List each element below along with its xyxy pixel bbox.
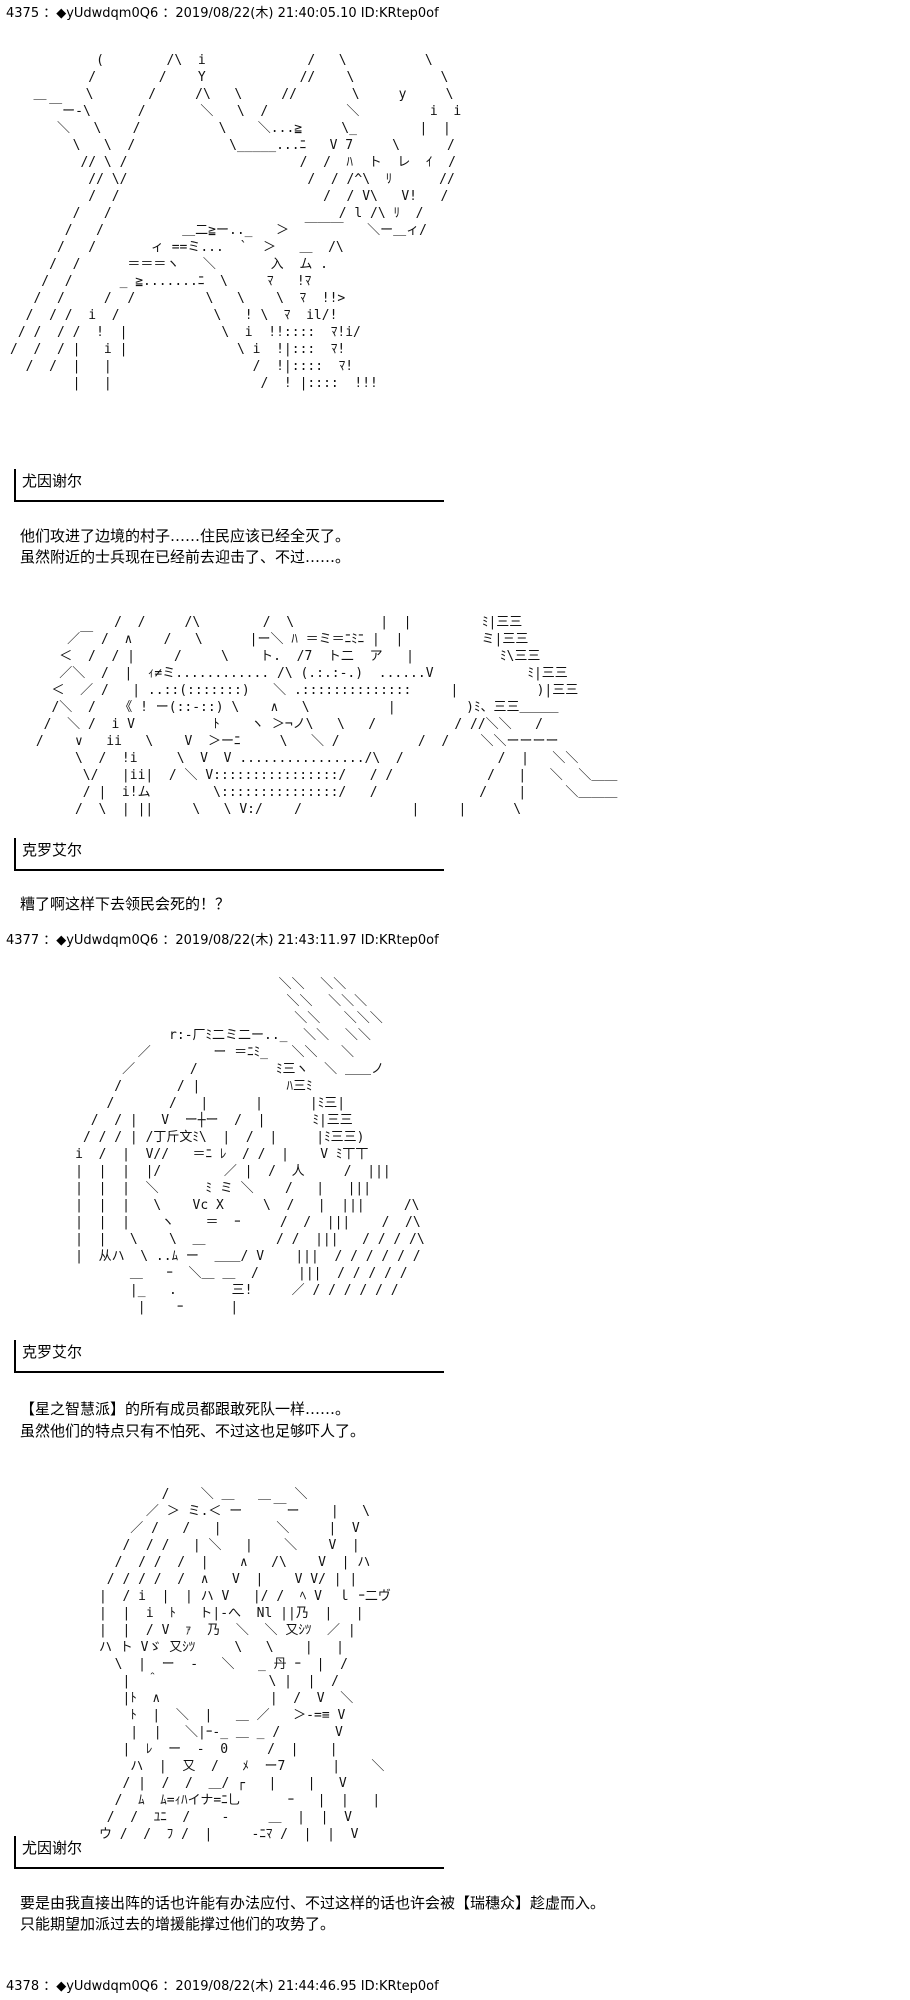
dialogue-line: 要是由我直接出阵的话也许能有办法应付、不过这样的话也许会被【瑞穗众】趁虚而入。 xyxy=(20,1894,606,1912)
ascii-art-scene-1: ( /\ i / \ \ / / Y // \ \ ＿ \ / /\ \ // … xyxy=(10,53,462,391)
speaker-underline xyxy=(14,1867,444,1869)
speaker-underline xyxy=(14,1371,444,1373)
dialogue-line: 虽然他们的特点只有不怕死、不过这也足够吓人了。 xyxy=(20,1422,366,1440)
dialogue-line: 糟了啊这样下去领民会死的！？ xyxy=(20,895,231,913)
speaker-box: 克罗艾尔 xyxy=(14,1340,444,1373)
dialogue-line: 只能期望加派过去的增援能撑过他们的攻势了。 xyxy=(20,1915,336,1933)
dialogue-line: 虽然附近的士兵现在已经前去迎击了、不过……。 xyxy=(20,548,351,566)
speaker-name: 尤因谢尔 xyxy=(22,472,83,490)
speaker-name: 克罗艾尔 xyxy=(22,1343,83,1361)
post-header-4377: 4377 ：◆yUdwdqm0Q6 ：2019/08/22(木) 21:43:1… xyxy=(6,933,439,948)
ascii-art-scene-2: / / /\ / \ | | ﾐ|三三 ／￣ / ∧ / \ |ー＼ ﾊ ＝ミ＝… xyxy=(35,615,618,817)
speaker-name: 尤因谢尔 xyxy=(22,1839,83,1857)
speaker-underline xyxy=(14,869,444,871)
speaker-name: 克罗艾尔 xyxy=(22,841,83,859)
speaker-box: 克罗艾尔 xyxy=(14,838,444,871)
ascii-art-scene-4: / ＼ ＿ ＿ ＼ ／ ＞ ミ.＜ ー ￣ー | \ ／ / / | ＼ | V… xyxy=(98,1487,391,1842)
post-header-4378: 4378 ：◆yUdwdqm0Q6 ：2019/08/22(木) 21:44:4… xyxy=(6,1979,439,1994)
speaker-box: 尤因谢尔 xyxy=(14,1836,444,1869)
speaker-box: 尤因谢尔 xyxy=(14,469,444,502)
ascii-art-scene-3: ＼＼ ＼＼ ＼＼ ＼＼＼ ＼＼ ＼＼＼ r:-厂ﾐ二ミ二ー.._ ＼＼ ＼＼ ／… xyxy=(75,977,425,1315)
speaker-underline xyxy=(14,500,444,502)
post-header-4375: 4375 ：◆yUdwdqm0Q6 ：2019/08/22(木) 21:40:0… xyxy=(6,6,439,21)
dialogue-line: 他们攻进了边境的村子……住民应该已经全灭了。 xyxy=(20,527,351,545)
dialogue-line: 【星之智慧派】的所有成员都跟敢死队一样……。 xyxy=(20,1400,351,1418)
